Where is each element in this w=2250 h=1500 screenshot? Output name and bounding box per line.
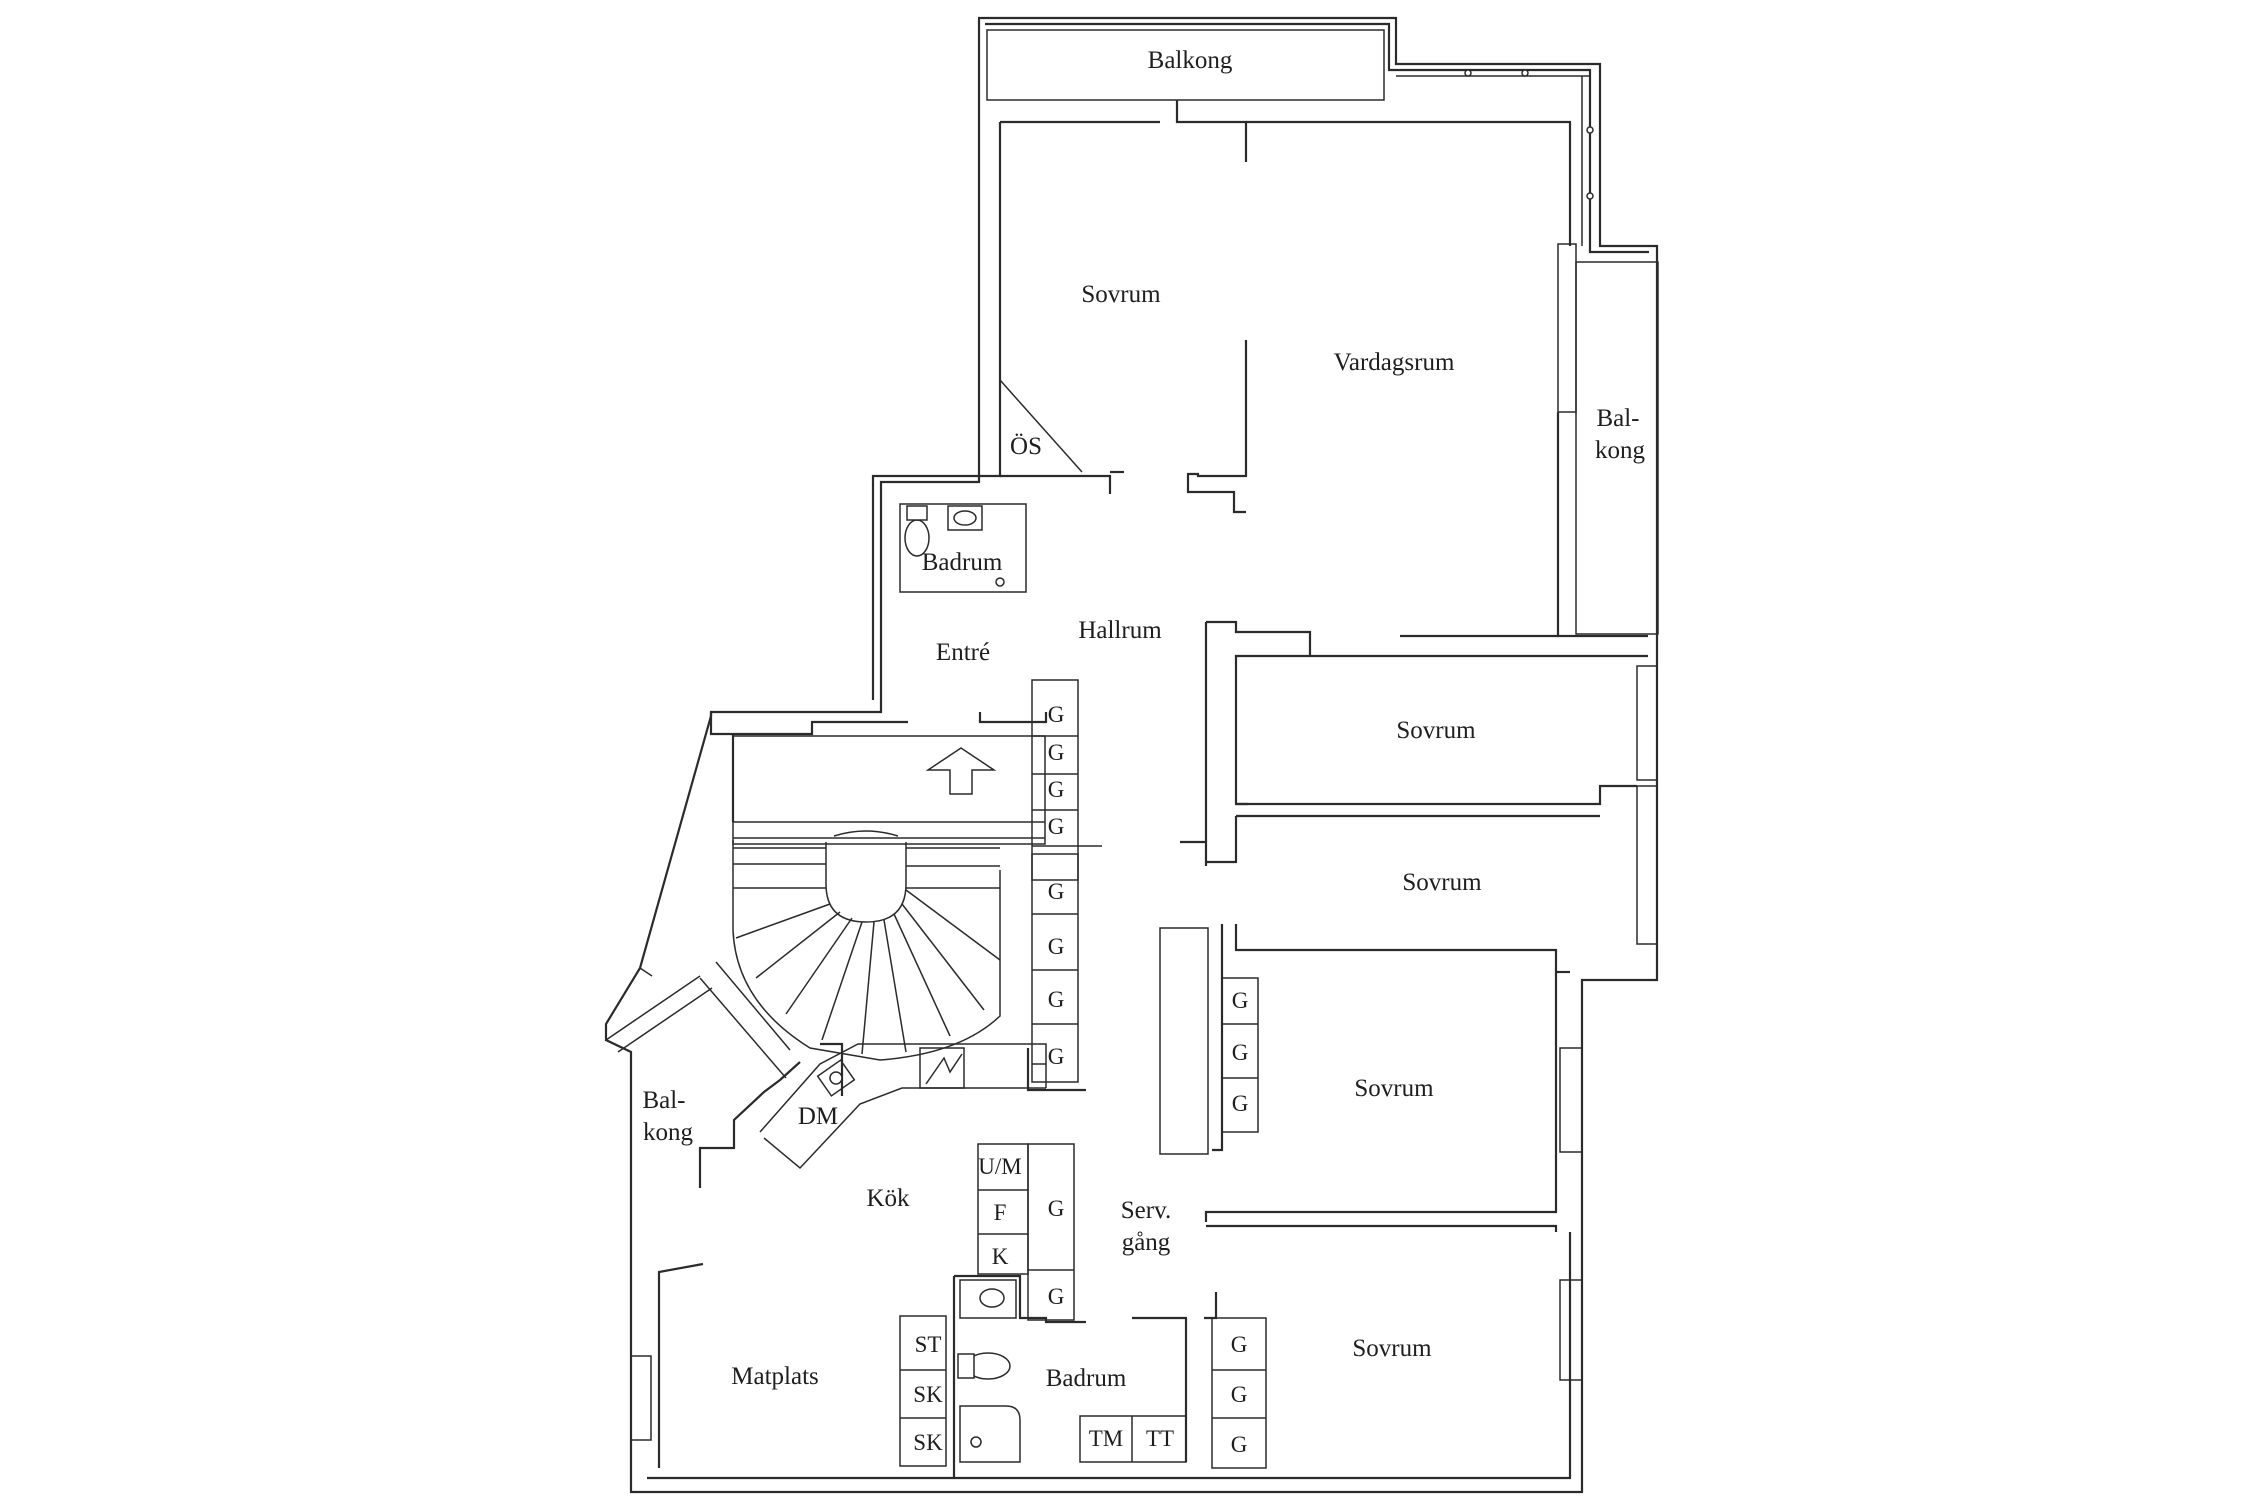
storage-label: G xyxy=(1048,777,1065,802)
storage-label: G xyxy=(1048,1196,1065,1221)
storage-label: G xyxy=(1231,1382,1248,1407)
kitchen-counter xyxy=(759,1043,1047,1170)
storage-label: G xyxy=(1048,934,1065,959)
room-labels: Balkong Sovrum Vardagsrum Bal- kong ÖS B… xyxy=(642,47,1645,1392)
storage-label: G xyxy=(1232,988,1249,1013)
room-label-badrum-top: Badrum xyxy=(922,549,1003,576)
storage-label: SK xyxy=(913,1382,943,1407)
storage-label: TT xyxy=(1146,1426,1174,1451)
windows-right xyxy=(630,665,1658,1441)
room-label-serv-1: Serv. xyxy=(1121,1197,1171,1224)
passage-walls xyxy=(605,961,791,1079)
storage-label: G xyxy=(1231,1332,1248,1357)
balcony-right xyxy=(1557,76,1659,636)
room-label-sovrum-5: Sovrum xyxy=(1352,1335,1432,1362)
washbasin-icon xyxy=(947,505,983,531)
storage-labels: G G G G G G G G G G G U/M F K G G ST SK … xyxy=(913,702,1248,1457)
storage-label: ST xyxy=(915,1332,942,1357)
staircase xyxy=(732,735,1046,1061)
room-label-matplats: Matplats xyxy=(731,1363,819,1390)
room-label-entre: Entré xyxy=(936,639,990,666)
storage-label: TM xyxy=(1089,1426,1124,1451)
room-label-sovrum-2: Sovrum xyxy=(1396,717,1476,744)
room-label-balkong-right-1: Bal- xyxy=(1596,405,1639,432)
room-label-sovrum-top: Sovrum xyxy=(1081,281,1161,308)
toilet-icon xyxy=(957,1352,1011,1380)
room-label-balkong-top: Balkong xyxy=(1148,47,1233,74)
storage-label: G xyxy=(1048,1284,1065,1309)
room-label-balkong-left-1: Bal- xyxy=(642,1087,685,1114)
bathroom-top xyxy=(899,503,1027,593)
balcony-top xyxy=(986,29,1590,101)
room-label-os: ÖS xyxy=(1010,433,1042,460)
bathroom-bottom xyxy=(957,1279,1021,1463)
storage-label: G xyxy=(1048,879,1065,904)
room-label-sovrum-4: Sovrum xyxy=(1354,1075,1434,1102)
storage-label: K xyxy=(992,1244,1009,1269)
storage-label: G xyxy=(1048,1044,1065,1069)
storage-cells xyxy=(899,679,1267,1469)
storage-label: U/M xyxy=(978,1154,1021,1179)
room-label-sovrum-3: Sovrum xyxy=(1402,869,1482,896)
entry-arrow-icon xyxy=(925,747,997,795)
washbasin-icon xyxy=(979,1288,1005,1308)
room-label-serv-2: gång xyxy=(1122,1229,1171,1256)
room-label-balkong-right-2: kong xyxy=(1595,437,1646,464)
storage-label: G xyxy=(1048,987,1065,1012)
room-label-badrum-bottom: Badrum xyxy=(1046,1365,1127,1392)
storage-label: G xyxy=(1231,1432,1248,1457)
room-label-hallrum: Hallrum xyxy=(1078,617,1162,644)
interior-walls xyxy=(698,100,1648,1478)
storage-label: G xyxy=(1232,1040,1249,1065)
storage-label: G xyxy=(1048,702,1065,727)
storage-label: G xyxy=(1048,740,1065,765)
room-label-kok: Kök xyxy=(866,1185,910,1212)
storage-label: G xyxy=(1232,1091,1249,1116)
room-label-dm: DM xyxy=(798,1103,838,1130)
storage-label: G xyxy=(1048,814,1065,839)
room-label-balkong-left-2: kong xyxy=(643,1119,694,1146)
room-label-vardagsrum: Vardagsrum xyxy=(1334,349,1455,376)
shower-icon xyxy=(959,1405,1021,1463)
toilet-icon xyxy=(904,505,930,557)
storage-label: F xyxy=(994,1200,1007,1225)
outer-walls xyxy=(604,16,1659,1494)
sink-icon xyxy=(816,1059,856,1097)
storage-label: SK xyxy=(913,1430,943,1455)
